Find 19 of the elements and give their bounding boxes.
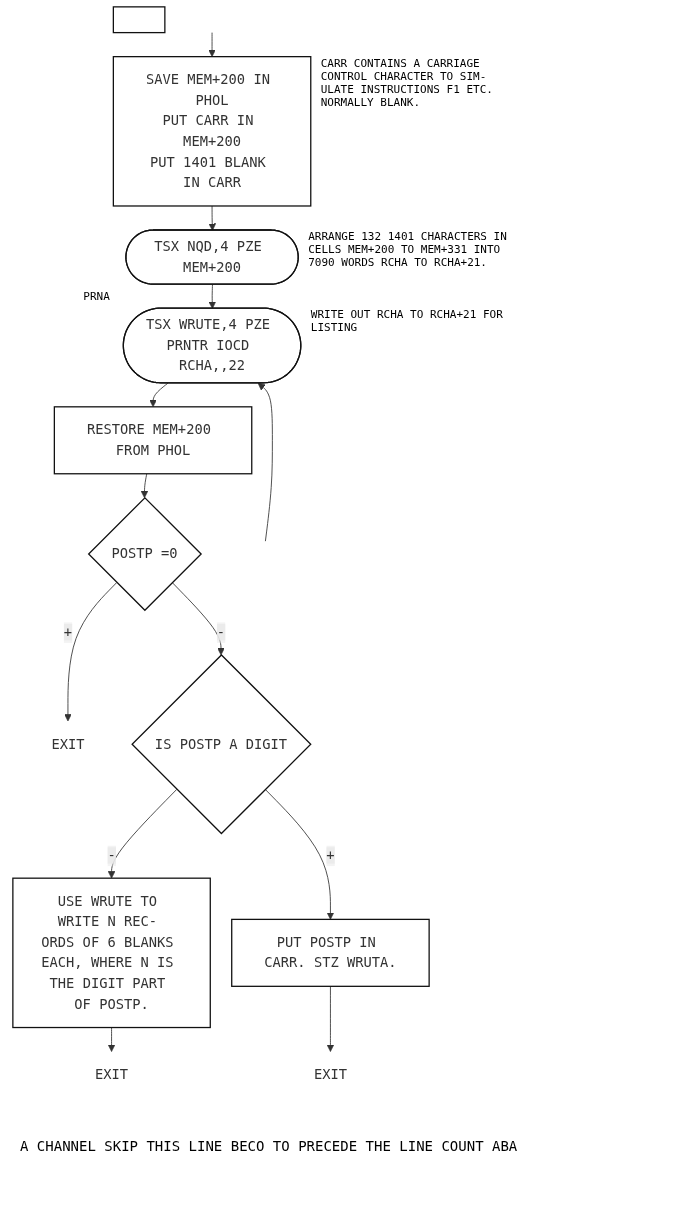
node-box: USE WRUTE TO WRITE N REC- ORDS OF 6 BLANKS EACH, WHERE N IS THE DIGIT PART OF POSTP. bbox=[12, 877, 211, 1029]
node-text: EXIT bbox=[95, 1066, 129, 1083]
annotation-text: CARR CONTAINS A CARRIAGE CONTROL CHARACTER TO SIM- ULATE INSTRUCTIONS F1 ETC. NORMALLY BLANK. bbox=[320, 56, 494, 109]
node-box: RESTORE MEM+200 FROM PHOL bbox=[53, 406, 253, 475]
note-text: A CHANNEL SKIP THIS LINE BECO TO PRECEDE THE LINE COUNT ABA bbox=[20, 1138, 519, 1154]
edge-label: + bbox=[326, 847, 335, 864]
node-text: EXIT bbox=[51, 735, 85, 752]
edge-label: - bbox=[216, 624, 226, 641]
node-box bbox=[112, 6, 166, 34]
annotation-text: PRNA bbox=[83, 290, 110, 304]
annotation-text: WRITE OUT RCHA TO RCHA+21 FOR LISTING bbox=[310, 308, 504, 335]
node-diamond: IS POSTP A DIGIT bbox=[131, 654, 312, 835]
edge-label: + bbox=[63, 624, 73, 641]
node-box: PUT POSTP IN CARR. STZ WRUTA. bbox=[231, 918, 430, 987]
node-diamond: POSTP =0 bbox=[87, 496, 203, 612]
edge-label: - bbox=[107, 847, 116, 864]
node-text: EXIT bbox=[313, 1066, 347, 1083]
annotation-text: ARRANGE 132 1401 CHARACTERS IN CELLS MEM+200 TO MEM+331 INTO 7090 WORDS RCHA TO RCHA+21. bbox=[308, 230, 508, 269]
node-box: SAVE MEM+200 IN PHOL PUT CARR IN MEM+200 PUT 1401 BLANK IN CARR bbox=[112, 56, 312, 207]
